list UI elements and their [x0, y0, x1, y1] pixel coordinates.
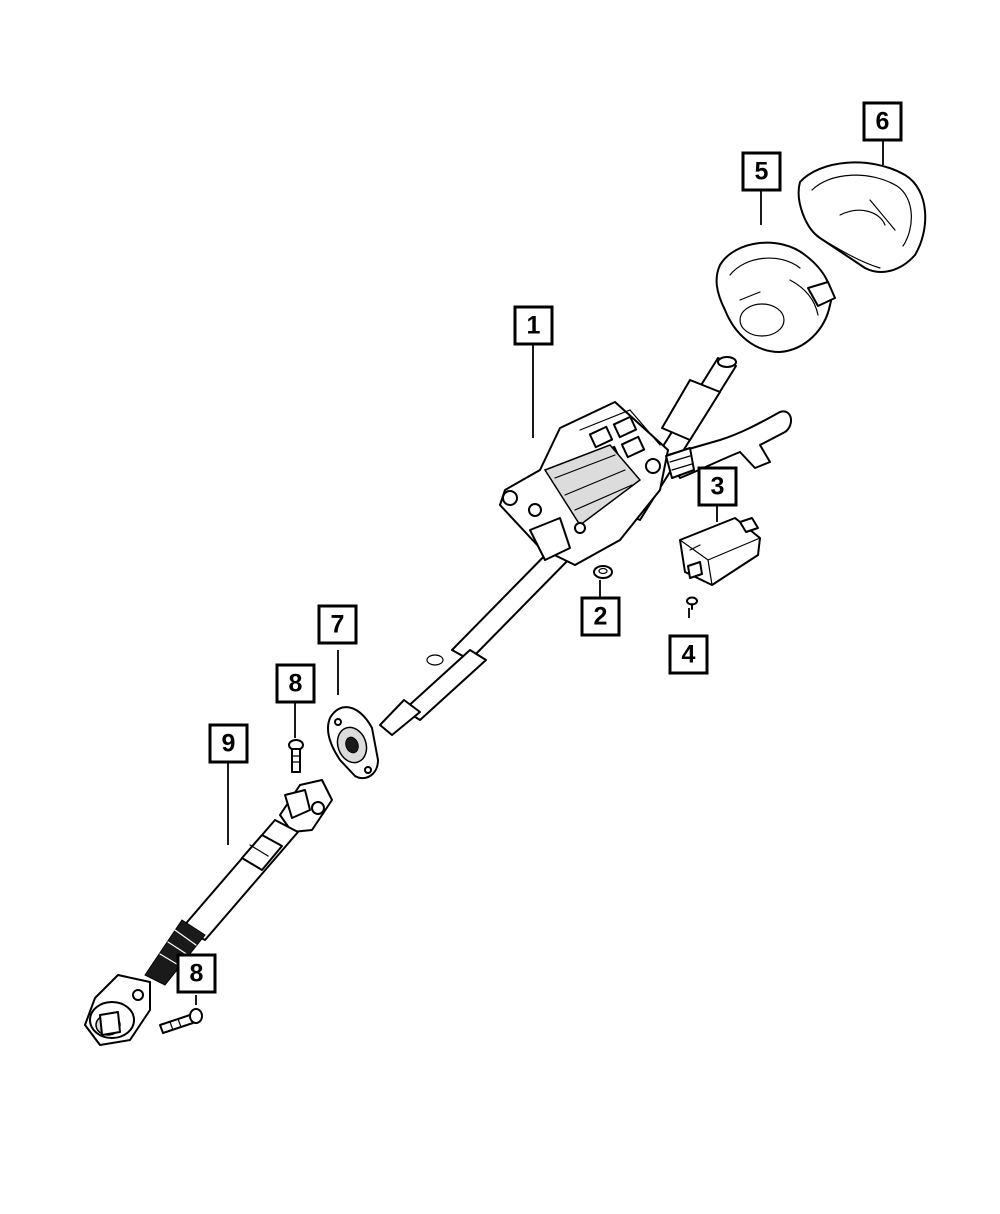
intermediate-shaft [84, 779, 333, 1046]
callout-8-lower: 8 [176, 953, 217, 994]
bolt-lower [159, 1008, 203, 1034]
callout-5: 5 [741, 151, 782, 192]
steering-column-assembly [379, 356, 792, 736]
callout-7-label: 7 [331, 611, 345, 639]
dash-seal-plate [327, 706, 379, 780]
callout-8-lower-label: 8 [190, 960, 204, 988]
upper-shroud [797, 161, 927, 273]
callout-1-label: 1 [527, 312, 541, 340]
callout-3: 3 [697, 466, 738, 507]
callout-6: 6 [862, 101, 903, 142]
callout-8-upper: 8 [275, 663, 316, 704]
callout-5-label: 5 [755, 158, 769, 186]
bolt-upper [288, 739, 304, 773]
callout-2: 2 [580, 596, 621, 637]
callout-9: 9 [208, 723, 249, 764]
callout-7: 7 [317, 604, 358, 645]
callout-6-label: 6 [876, 108, 890, 136]
callout-9-label: 9 [222, 730, 236, 758]
screw-small [686, 596, 698, 610]
callout-2-label: 2 [594, 603, 608, 631]
lower-shroud [715, 241, 836, 353]
control-module [679, 517, 761, 586]
callout-1: 1 [513, 305, 554, 346]
leader-lines [195, 140, 884, 1005]
callout-8-upper-label: 8 [289, 670, 303, 698]
callout-4-label: 4 [682, 641, 696, 669]
callout-4: 4 [668, 634, 709, 675]
nut [593, 565, 613, 579]
callout-3-label: 3 [711, 473, 725, 501]
